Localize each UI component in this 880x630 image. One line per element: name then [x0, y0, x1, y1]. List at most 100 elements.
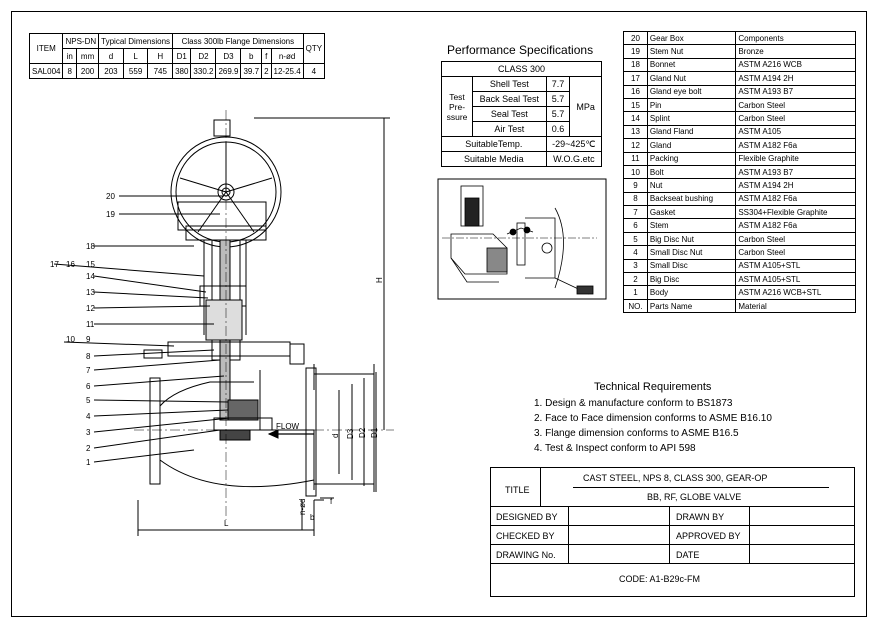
callout-5: 5	[86, 396, 91, 405]
test-value: 5.7	[545, 91, 571, 107]
callout-9: 9	[86, 335, 91, 344]
part-name: Gear Box	[646, 30, 737, 46]
cell: 12-25.4	[270, 63, 304, 79]
cell: 269.9	[215, 63, 242, 79]
part-number: 11	[623, 151, 648, 166]
checked-by-label: CHECKED BY	[496, 531, 555, 541]
callout-4: 4	[86, 412, 91, 421]
header-nps-dn: NPS-DN	[62, 33, 100, 49]
class-label: CLASS 300	[441, 61, 602, 77]
part-name: Gland eye bolt	[646, 84, 737, 99]
cell: 559	[122, 63, 149, 79]
part-material: Carbon Steel	[735, 245, 856, 260]
part-name: Nut	[646, 178, 737, 193]
part-number: 8	[623, 191, 648, 207]
part-name: Big Disc	[646, 272, 737, 287]
sub-header: D2	[190, 48, 217, 64]
title-line1: CAST STEEL, NPS 8, CLASS 300, GEAR-OP	[583, 473, 768, 483]
sub-header: D1	[172, 48, 192, 64]
part-number: 15	[623, 97, 648, 113]
part-name: Small Disc	[646, 258, 737, 274]
sub-header: f	[261, 48, 272, 64]
dim-H: H	[375, 277, 384, 283]
part-material: ASTM A105+STL	[735, 272, 856, 287]
part-number: 6	[623, 218, 648, 233]
code-label: CODE: A1-B29c-FM	[619, 574, 701, 584]
test-value: 7.7	[545, 76, 571, 92]
part-material: Bronze	[735, 44, 856, 59]
callout-2: 2	[86, 444, 91, 453]
callout-16: 16	[66, 260, 75, 269]
sub-header: mm	[75, 48, 100, 64]
dim-d: d	[331, 434, 340, 438]
sub-header: H	[147, 48, 174, 64]
header-typical-dimensions: Typical Dimensions	[98, 33, 174, 49]
gearbox-detail-view	[437, 178, 607, 300]
part-name: Parts Name	[646, 298, 737, 314]
callout-8: 8	[86, 352, 91, 361]
callout-3: 3	[86, 428, 91, 437]
media-value: W.O.G.etc	[545, 151, 603, 167]
temp-label: SuitableTemp.	[441, 136, 547, 152]
part-name: Backseat bushing	[646, 191, 737, 207]
test-name: Shell Test	[472, 76, 547, 92]
cell: 8	[62, 63, 77, 79]
sub-header: n-ød	[270, 48, 304, 64]
part-material: ASTM A182 F6a	[735, 218, 856, 233]
temp-value: -29~425℃	[545, 136, 603, 152]
callout-20: 20	[106, 192, 115, 201]
dim-D1: D1	[370, 427, 379, 438]
cell: 330.2	[190, 63, 217, 79]
part-material: ASTM A216 WCB+STL	[735, 285, 856, 300]
part-number: 9	[623, 178, 648, 193]
cell: 745	[147, 63, 174, 79]
part-material: Carbon Steel	[735, 111, 856, 126]
header-qty: QTY	[302, 33, 326, 64]
test-pressure-label: Test Pre-ssure	[441, 76, 473, 137]
part-name: Splint	[646, 111, 737, 126]
part-material: ASTM A193 B7	[735, 84, 856, 99]
part-number: 13	[623, 124, 648, 140]
part-number: 3	[623, 258, 648, 274]
approved-by-label: APPROVED BY	[676, 531, 741, 541]
cell: 203	[98, 63, 124, 79]
callout-19: 19	[106, 210, 115, 219]
test-name: Seal Test	[472, 106, 547, 122]
title-block: TITLE CAST STEEL, NPS 8, CLASS 300, GEAR…	[490, 467, 855, 597]
part-name: Gland	[646, 138, 737, 153]
part-name: Packing	[646, 151, 737, 166]
part-number: 7	[623, 205, 648, 220]
dim-f: f	[330, 497, 333, 506]
part-name: Gasket	[646, 205, 737, 220]
drawing-no-label: DRAWING No.	[496, 550, 556, 560]
part-number: NO.	[623, 298, 648, 314]
requirement-item: 3. Flange dimension conforms to ASME B16…	[534, 428, 739, 439]
callout-1: 1	[86, 458, 91, 467]
test-name: Back Seal Test	[472, 91, 547, 107]
callout-13: 13	[86, 288, 95, 297]
cell-item: SAL004	[28, 63, 64, 79]
part-material: Material	[735, 298, 856, 314]
dim-L: L	[224, 519, 229, 528]
requirement-item: 4. Test & Inspect conform to API 598	[534, 443, 696, 454]
performance-title: Performance Specifications	[447, 43, 594, 57]
callout-7: 7	[86, 366, 91, 375]
callout-6: 6	[86, 382, 91, 391]
part-name: Small Disc Nut	[646, 245, 737, 260]
cell: 380	[172, 63, 192, 79]
part-name: Stem Nut	[646, 44, 737, 59]
part-material: Components	[735, 30, 856, 46]
part-material: SS304+Flexible Graphite	[735, 205, 856, 220]
requirement-item: 1. Design & manufacture conform to BS187…	[534, 398, 733, 409]
part-name: Bolt	[646, 164, 737, 180]
test-value: 0.6	[545, 121, 571, 137]
callout-12: 12	[86, 304, 95, 313]
part-material: ASTM A193 B7	[735, 164, 856, 180]
